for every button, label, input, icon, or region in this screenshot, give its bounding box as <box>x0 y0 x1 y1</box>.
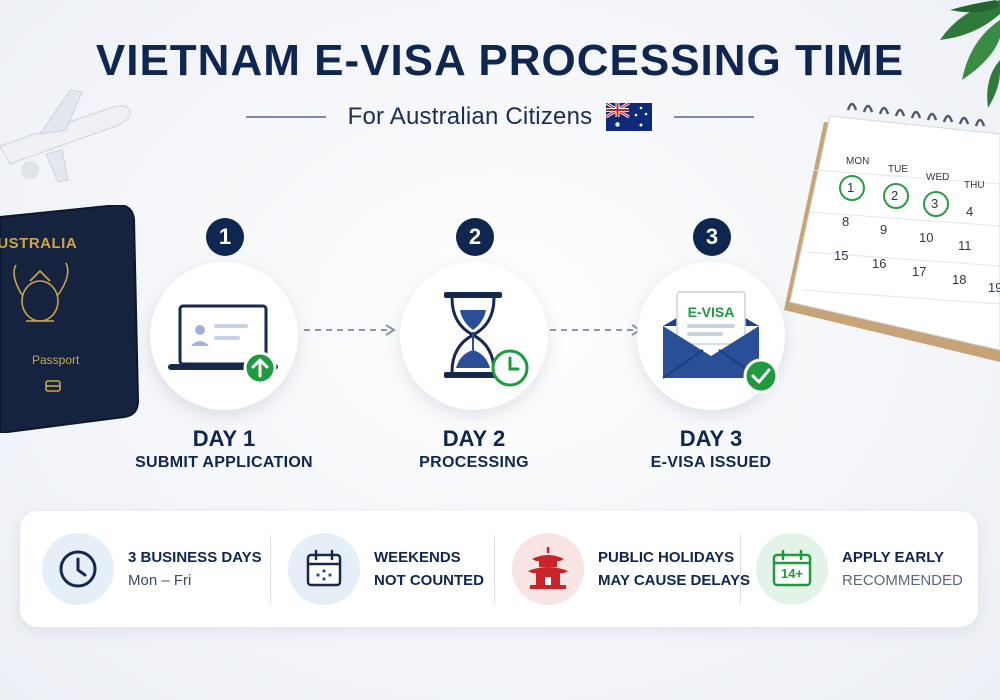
info-subtitle: Mon – Fri <box>128 572 192 589</box>
envelope-evisa-label: E-VISA <box>687 304 735 320</box>
info-title: WEEKENDS <box>374 549 461 566</box>
passport-word-text: Passport <box>32 353 80 367</box>
calendar-date: 11 <box>958 238 972 253</box>
info-item-weekends: WEEKENDS NOT COUNTED <box>288 511 484 627</box>
calendar-date: 1 <box>847 180 855 195</box>
calendar-badge-text: 14+ <box>780 566 804 581</box>
info-divider <box>270 535 271 603</box>
info-text: PUBLIC HOLIDAYS MAY CAUSE DELAYS <box>598 546 750 592</box>
calendar-day-tue: TUE <box>888 164 908 175</box>
info-subtitle: NOT COUNTED <box>374 572 484 589</box>
calendar-date: 3 <box>931 196 939 211</box>
calendar-date: 10 <box>919 230 934 245</box>
calendar-day-thu: THU <box>964 180 985 191</box>
calendar-date: 19 <box>988 280 1000 295</box>
envelope-evisa-icon <box>662 291 779 394</box>
calendar-icon <box>288 533 360 605</box>
step-day-label: DAY 2 <box>442 426 506 451</box>
info-divider <box>494 535 495 603</box>
airplane-icon <box>0 89 131 183</box>
divider-line-right <box>674 116 755 118</box>
pagoda-icon <box>512 533 584 605</box>
step-day-label: DAY 1 <box>192 426 256 451</box>
info-text: WEEKENDS NOT COUNTED <box>374 546 484 592</box>
calendar-date: 16 <box>872 256 887 271</box>
step-icon-circle <box>400 262 548 410</box>
info-bar: 3 BUSINESS DAYS Mon – Fri WEEKENDS NOT C… <box>20 511 978 627</box>
subtitle-row: For Australian Citizens <box>0 100 1000 134</box>
divider-line-left <box>245 116 326 118</box>
australia-flag-icon <box>606 103 653 131</box>
calendar-date: 18 <box>952 272 967 287</box>
info-item-apply-early: 14+ APPLY EARLY RECOMMENDED <box>756 511 963 627</box>
info-text: APPLY EARLY RECOMMENDED <box>842 546 963 592</box>
info-item-business-days: 3 BUSINESS DAYS Mon – Fri <box>42 511 262 627</box>
info-title: PUBLIC HOLIDAYS <box>598 549 735 566</box>
calendar-date: 8 <box>842 214 850 229</box>
step-description: E-VISA ISSUED <box>650 454 772 471</box>
info-subtitle: MAY CAUSE DELAYS <box>598 572 750 589</box>
desk-calendar-decoration: MON TUE WED THU 1 2 3 4 8 9 10 11 15 16 … <box>784 100 1000 362</box>
info-title: 3 BUSINESS DAYS <box>128 549 262 566</box>
calendar-date: 4 <box>966 204 974 219</box>
info-title: APPLY EARLY <box>842 549 944 566</box>
step-number-badge: 3 <box>693 218 731 256</box>
step-number-badge: 1 <box>206 218 244 256</box>
passport-decoration: AUSTRALIA Passport <box>0 203 140 435</box>
clock-icon <box>42 533 114 605</box>
step-number-badge: 2 <box>456 218 494 256</box>
hourglass-clock-icon <box>444 292 529 387</box>
step-description: PROCESSING <box>419 454 529 471</box>
info-subtitle: RECOMMENDED <box>842 572 963 589</box>
calendar-date: 17 <box>912 264 927 279</box>
step-icon-circle: E-VISA <box>637 262 785 410</box>
calendar-date: 9 <box>880 222 888 237</box>
calendar-date: 2 <box>891 188 899 203</box>
step-day-label: DAY 3 <box>679 426 743 451</box>
calendar-day-mon: MON <box>846 156 870 167</box>
calendar-day-wed: WED <box>926 172 950 183</box>
subtitle: For Australian Citizens <box>347 103 593 130</box>
laptop-upload-icon <box>168 304 278 385</box>
info-divider <box>740 535 741 603</box>
step-icon-circle <box>150 262 298 410</box>
step-description: SUBMIT APPLICATION <box>135 454 313 471</box>
dashed-arrow-icon <box>304 324 396 336</box>
info-item-public-holidays: PUBLIC HOLIDAYS MAY CAUSE DELAYS <box>512 511 750 627</box>
plant-leaves-decoration <box>940 0 1000 108</box>
dashed-arrow-icon <box>550 324 642 336</box>
info-text: 3 BUSINESS DAYS Mon – Fri <box>128 546 262 592</box>
passport-country-text: AUSTRALIA <box>0 235 78 252</box>
calendar-date: 15 <box>834 248 849 263</box>
calendar-14-icon: 14+ <box>756 533 828 605</box>
page-title: VIETNAM E-VISA PROCESSING TIME <box>95 36 905 85</box>
